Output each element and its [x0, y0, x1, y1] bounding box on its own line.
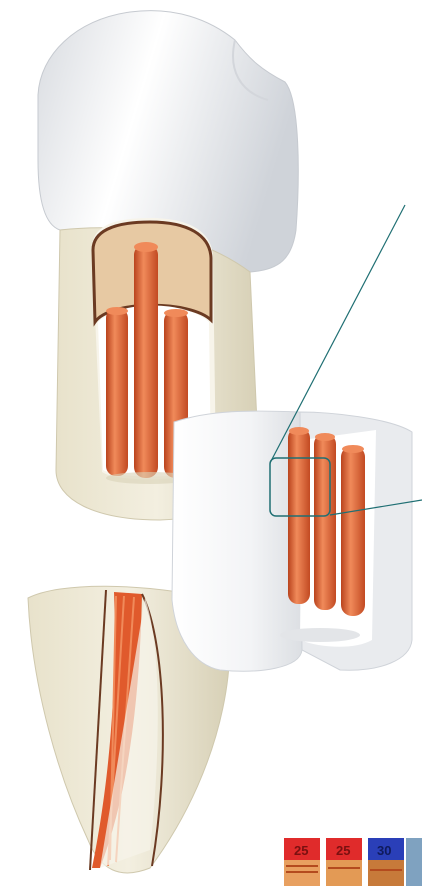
post-left	[106, 308, 128, 476]
cross-section-insert	[172, 411, 412, 671]
color-tags: 25 25 30	[284, 838, 422, 886]
section-post-2	[314, 434, 336, 610]
post-center	[134, 244, 158, 478]
section-post-3	[341, 446, 365, 616]
tag-label-3: 30	[377, 843, 391, 858]
tag-label-1: 25	[294, 843, 308, 858]
tag-label-2: 25	[336, 843, 350, 858]
